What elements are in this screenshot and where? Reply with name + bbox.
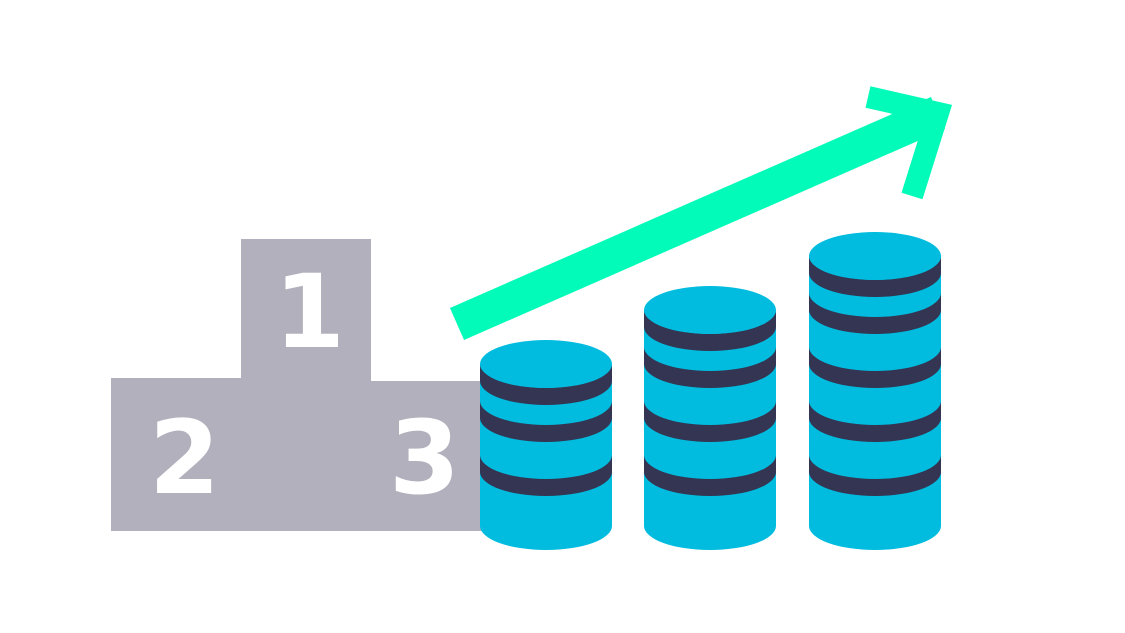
coin-band xyxy=(809,347,941,388)
coin-band xyxy=(480,401,612,442)
coin-band xyxy=(644,401,776,442)
coin-bottom xyxy=(644,502,776,550)
coin-stack-small xyxy=(480,340,612,550)
coin-top-face xyxy=(809,232,941,280)
coin-band xyxy=(480,455,612,496)
coin-top-face xyxy=(644,286,776,334)
podium-number-first: 1 xyxy=(274,253,345,372)
trend-arrow-icon xyxy=(449,86,953,341)
coin-stack-medium xyxy=(644,286,776,550)
coin-band xyxy=(644,310,776,351)
podium-number-second: 2 xyxy=(149,399,220,518)
coin-bottom xyxy=(480,502,612,550)
coin-stacks xyxy=(480,232,941,550)
coin-band xyxy=(809,293,941,334)
coin-top-face xyxy=(480,340,612,388)
coin-band xyxy=(644,347,776,388)
coin-bottom xyxy=(809,502,941,550)
coin-band xyxy=(809,401,941,442)
coin-stack-large xyxy=(809,232,941,550)
podium-step-third xyxy=(371,381,499,531)
podium-number-third: 3 xyxy=(389,399,460,518)
coin-band xyxy=(644,455,776,496)
coin-band xyxy=(809,256,941,297)
podium-step-second xyxy=(111,378,241,531)
podium-step-first xyxy=(241,239,371,531)
coin-band xyxy=(480,364,612,405)
coin-band xyxy=(809,455,941,496)
